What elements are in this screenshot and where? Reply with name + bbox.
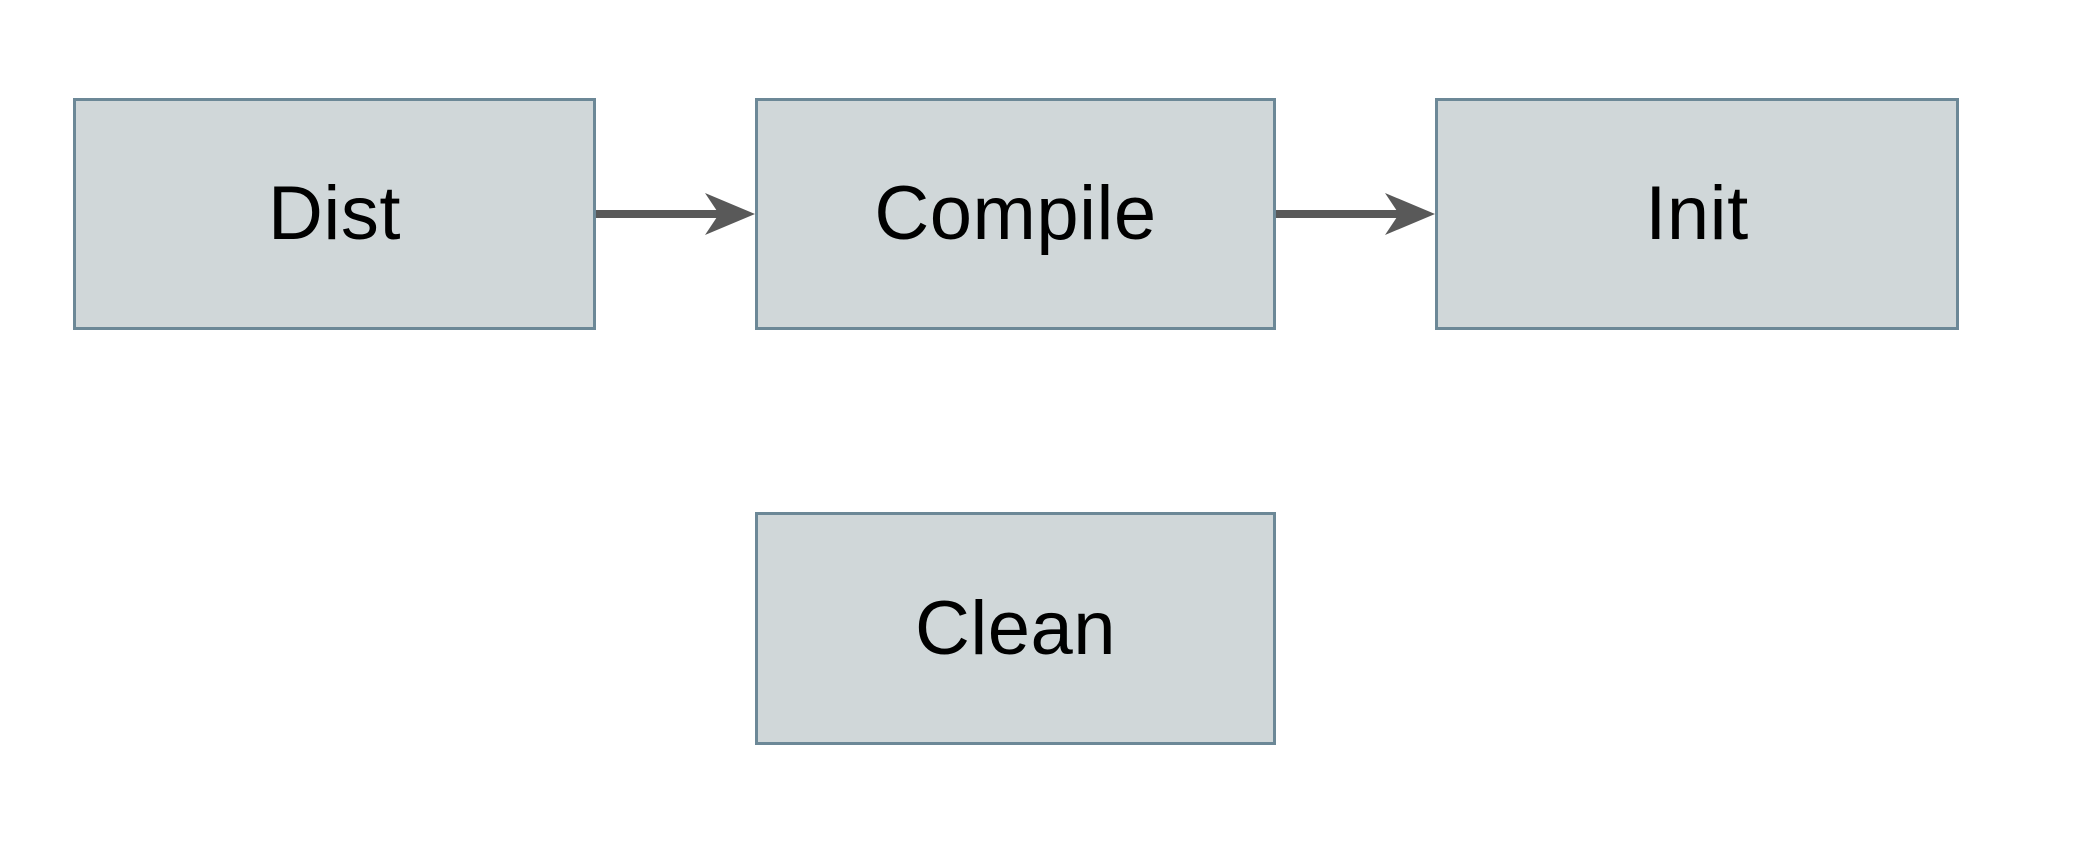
edge-compile-to-init [1274,193,1435,235]
node-dist-label: Dist [268,171,401,256]
node-compile[interactable]: Compile [755,98,1276,330]
arrowhead-icon [1385,193,1435,235]
node-clean[interactable]: Clean [755,512,1276,745]
node-dist[interactable]: Dist [73,98,596,330]
node-init[interactable]: Init [1435,98,1959,330]
node-clean-label: Clean [914,585,1117,671]
node-init-label: Init [1645,171,1749,256]
node-compile-label: Compile [874,171,1157,256]
edge-dist-to-compile [594,193,755,235]
arrowhead-icon [705,193,755,235]
